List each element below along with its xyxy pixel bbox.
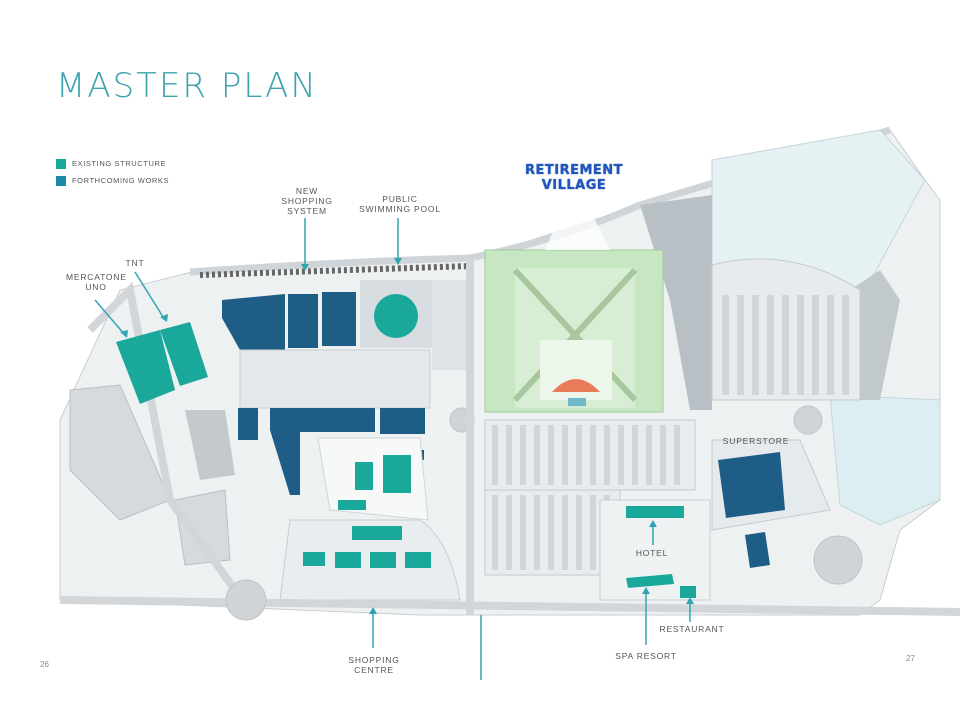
parking-stall-row [646,425,652,485]
shopping-centre-label: SHOPPING CENTRE [348,655,400,675]
restaurant-label: RESTAURANT [659,624,725,634]
parking-stall-row [548,495,554,570]
restaurant-building [680,586,696,598]
superstore-building [718,452,785,518]
parking-stall-row [534,495,540,570]
tnt-building [160,322,208,386]
parking-stall-row [590,425,596,485]
parking-stall-row [618,425,624,485]
east-parking-stall-row [812,295,819,395]
legend-label-existing: EXISTING STRUCTURE [72,159,167,168]
east-parking-stall-row [782,295,789,395]
retirement-village-label: RETIREMENT VILLAGE [524,163,624,193]
legend-item-existing: EXISTING STRUCTURE [56,155,169,172]
parking-stall-row [604,425,610,485]
callout-tnt [134,271,166,321]
south-road [59,596,960,616]
parking-stall-row [562,495,568,570]
existing-swatch [56,158,66,169]
wooded-strip-east [850,270,900,400]
parking-stall-row [590,495,596,570]
west-parking [69,384,171,521]
parking-stall-row [492,425,498,485]
parking-stall-row [492,495,498,570]
roundabout-north [793,405,823,435]
mercatone-uno-label: MERCATONE UNO [66,272,127,292]
building-small-1 [238,408,258,440]
centre-unit-3 [335,552,361,568]
main-building [270,408,375,495]
parking-stall-row [576,425,582,485]
callout-arrowheads [120,258,694,614]
east-lake-lower [829,394,941,526]
shopping-block-3 [322,292,356,346]
pool-parking [432,280,472,370]
east-parking-stall-row [737,295,744,395]
east-parking-stall-row [752,295,759,395]
east-parking-stall-row [842,295,849,395]
building-small-2 [380,408,425,434]
parking-stall-row [506,425,512,485]
wooded-strip [640,195,712,410]
west-parking-3 [185,410,235,480]
central-hall [239,349,431,409]
parking-stall-row [520,425,526,485]
east-parking-stall-row [722,295,729,395]
legend-item-forthcoming: FORTHCOMING WORKS [56,172,169,189]
existing-unit-2 [383,455,411,493]
centre-unit-1 [352,526,402,540]
west-parking-2 [174,489,231,566]
centre-unit-4 [370,552,396,568]
superstore-label: SUPERSTORE [722,436,790,446]
east-parking-stall-row [767,295,774,395]
parking-stall-row [660,425,666,485]
legend-label-forthcoming: FORTHCOMING WORKS [72,176,170,185]
parking-stall-row [520,495,526,570]
parking-stall-row [548,425,554,485]
east-parking-stall-row [827,295,834,395]
mercatone-uno-building [116,330,175,404]
retirement-diagonals [512,267,638,403]
forthcoming-swatch [56,175,66,186]
existing-unit-3 [338,500,366,510]
spa-resort-label: SPA RESORT [615,651,677,661]
retirement-pool [568,398,586,406]
retirement-arc [552,379,600,392]
centre-unit-5 [405,552,431,568]
callout-mercatone [94,299,126,336]
parking-stall-row [534,425,540,485]
parking-stall-row [674,425,680,485]
parking-stall-row [506,495,512,570]
parking-stall-row [576,495,582,570]
new-shopping-system-label: NEW SHOPPING SYSTEM [281,186,333,216]
east-parking-stall-row [797,295,804,395]
parking-stall-row [562,425,568,485]
swimming-pool [374,294,418,338]
hotel-label: HOTEL [635,548,669,558]
superstore-annex [745,532,770,568]
east-parking-rows [722,295,849,395]
existing-unit-1 [355,462,373,490]
roundabout-east [813,535,863,585]
tnt-label: TNT [125,258,145,268]
public-swimming-pool-label: PUBLIC SWIMMING POOL [359,194,441,214]
hotel-building [626,506,684,518]
parking-rows [492,425,680,570]
centre-unit-2 [303,552,325,566]
page-title: MASTER PLAN [56,66,318,106]
roundabout-west [225,579,267,621]
page-number-right: 27 [906,654,915,663]
retirement-spotlight [545,180,610,250]
shopping-block-1 [222,294,285,350]
page-number-left: 26 [40,660,49,669]
callout-lines [94,218,691,680]
spa-resort-building [626,574,674,588]
legend: EXISTING STRUCTURE FORTHCOMING WORKS [56,155,169,189]
shopping-block-2 [288,294,318,348]
parking-stall-row [632,425,638,485]
